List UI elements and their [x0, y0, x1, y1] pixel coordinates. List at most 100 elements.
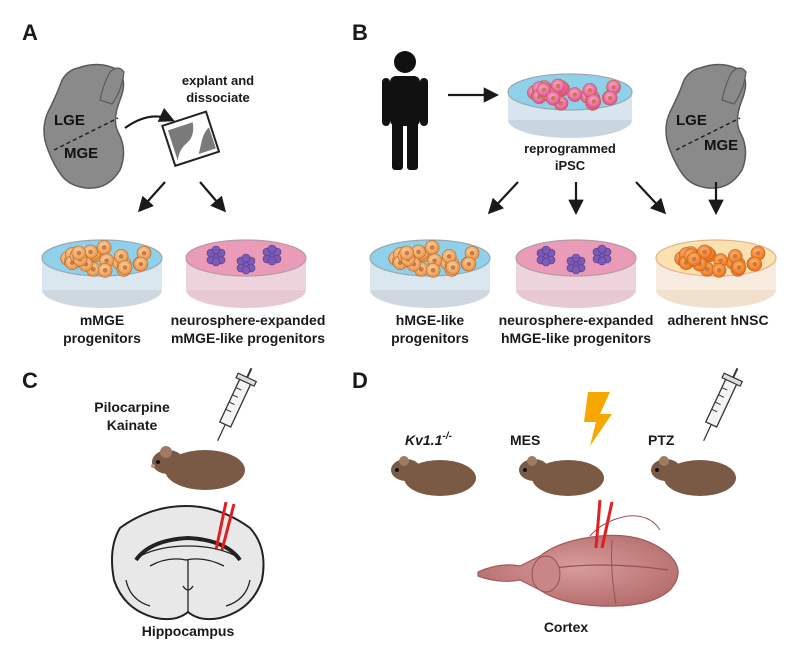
- hnsc-cells-nucleus: [732, 254, 738, 259]
- coronal-brain-section: [111, 504, 265, 621]
- ipsc-cells-nucleus: [572, 92, 578, 97]
- human-brain-section: [665, 63, 747, 189]
- dish-b1-label-line2: progenitors: [391, 330, 469, 346]
- arrow-ipsc-to-hmge: [487, 181, 519, 215]
- dish-a2-label-line1: neurosphere-expanded: [171, 312, 326, 328]
- mmge-neurospheres-cell: [241, 265, 251, 275]
- dish-b1-label-line1: hMGE-like: [396, 312, 465, 328]
- mmge-cells-nucleus: [76, 250, 82, 256]
- region-d: Cortex: [544, 619, 589, 635]
- arrow-to-mmge: [137, 181, 166, 213]
- hmge-cells-nucleus: [416, 249, 421, 255]
- mmge-cells-nucleus: [88, 249, 93, 255]
- ipsc-cells-nucleus: [558, 100, 564, 106]
- model-c-line1: Pilocarpine: [94, 399, 170, 415]
- ipsc-cells-nucleus: [541, 87, 547, 93]
- mouse-icon-mes: [519, 456, 604, 496]
- dish-a1-label-line2: progenitors: [63, 330, 141, 346]
- explant-arrow: [124, 107, 175, 129]
- model-c-line2: Kainate: [107, 417, 158, 433]
- mmge-neurospheres-cell: [211, 245, 221, 255]
- hnsc-cells-nucleus: [702, 249, 707, 255]
- dish-a1-label-line1: mMGE: [80, 312, 124, 328]
- mmge-cells: [60, 240, 152, 278]
- hmge-neurospheres: [536, 244, 612, 275]
- hmge-neurospheres-cell: [571, 253, 581, 263]
- recording-electrode-c: [214, 501, 236, 551]
- hmge-cells-nucleus: [432, 258, 437, 263]
- hnsc-cells-nucleus: [718, 258, 723, 263]
- ipsc-cells-nucleus: [555, 83, 561, 89]
- hnsc-cells-nucleus: [691, 256, 697, 262]
- mmge-cells-nucleus: [102, 267, 108, 273]
- model-d-mes: MES: [510, 432, 540, 448]
- mmge-cells-nucleus: [122, 265, 128, 270]
- lightning-icon: [584, 392, 612, 446]
- model-d-kv11-prefix: Kv1.1: [405, 432, 443, 448]
- mmge-cells-nucleus: [118, 254, 124, 259]
- mge-label-a: MGE: [64, 145, 98, 162]
- ipsc-cells-nucleus: [591, 99, 597, 104]
- hmge-neurospheres-cell: [541, 245, 551, 255]
- ipsc-cells-nucleus: [587, 88, 593, 93]
- mouse-icon-ptz: [651, 456, 736, 496]
- hnsc-cells-nucleus: [755, 250, 761, 256]
- hnsc-cells-nucleus: [716, 267, 722, 273]
- hmge-cells-nucleus: [404, 250, 410, 256]
- mouse-brain-section: [43, 63, 125, 189]
- mmge-cells-nucleus: [104, 258, 109, 263]
- syringe-icon: [217, 367, 258, 442]
- dish-b2-label-line2: hMGE-like progenitors: [501, 330, 651, 346]
- whole-brain-dorsal: [477, 515, 679, 607]
- hmge-neurospheres-cell: [597, 244, 607, 254]
- panel-label-a: A: [22, 20, 38, 45]
- ipsc-label-line1: reprogrammed: [524, 141, 616, 156]
- panel-label-c: C: [22, 368, 38, 393]
- hmge-cells-nucleus: [446, 254, 452, 259]
- model-d-kv11: Kv1.1-/-: [405, 431, 452, 448]
- hnsc-cells-nucleus: [752, 261, 758, 267]
- hnsc-cells-nucleus: [736, 265, 742, 270]
- arrow-to-neurosphere-a: [199, 181, 227, 213]
- mmge-neurospheres-cell: [267, 244, 277, 254]
- ipsc-cells-nucleus: [611, 84, 616, 90]
- lge-label-a: LGE: [54, 112, 85, 129]
- hmge-cells-nucleus: [429, 245, 435, 250]
- hmge-cells-nucleus: [418, 266, 424, 272]
- ipsc-label-line2: iPSC: [555, 158, 586, 173]
- dish-b3-label: adherent hNSC: [667, 312, 768, 328]
- hmge-cells-nucleus: [430, 267, 436, 273]
- hmge-neurospheres-cell: [571, 265, 581, 275]
- mmge-cells-nucleus: [138, 261, 144, 267]
- mge-label-b: MGE: [704, 137, 738, 154]
- syringe-icon-d: [703, 367, 744, 442]
- mmge-neurospheres-cell: [241, 253, 251, 263]
- mmge-neurospheres-cell: [267, 256, 277, 266]
- hmge-cells-nucleus: [450, 265, 456, 270]
- mmge-neurospheres-cell: [211, 257, 221, 267]
- ipsc-cells-nucleus: [550, 95, 556, 101]
- explant-label-line2: dissociate: [186, 90, 250, 105]
- mmge-cells-nucleus: [141, 250, 147, 256]
- model-d-ptz: PTZ: [648, 432, 675, 448]
- panel-label-d: D: [352, 368, 368, 393]
- hmge-neurospheres-cell: [597, 256, 607, 266]
- hmge-neurospheres-cell: [541, 257, 551, 267]
- mouse-icon-kv11: [391, 456, 476, 496]
- arrow-ipsc-to-hnsc: [635, 181, 667, 215]
- explant-tissue-icon: [161, 110, 221, 168]
- lge-label-b: LGE: [676, 112, 707, 129]
- dish-a2-label-line2: mMGE-like progenitors: [171, 330, 325, 346]
- dish-b2-label-line1: neurosphere-expanded: [499, 312, 654, 328]
- explant-label-line1: explant and: [182, 73, 254, 88]
- mouse-icon-c: [151, 446, 245, 490]
- region-c: Hippocampus: [142, 623, 235, 639]
- model-d-kv11-sup: -/-: [442, 431, 452, 442]
- hmge-cells-nucleus: [466, 261, 472, 267]
- mmge-cells-nucleus: [90, 266, 96, 272]
- hnsc-cells-nucleus: [704, 266, 710, 272]
- mmge-cells-nucleus: [101, 245, 107, 250]
- panel-label-b: B: [352, 20, 368, 45]
- human-donor-icon: [382, 51, 428, 170]
